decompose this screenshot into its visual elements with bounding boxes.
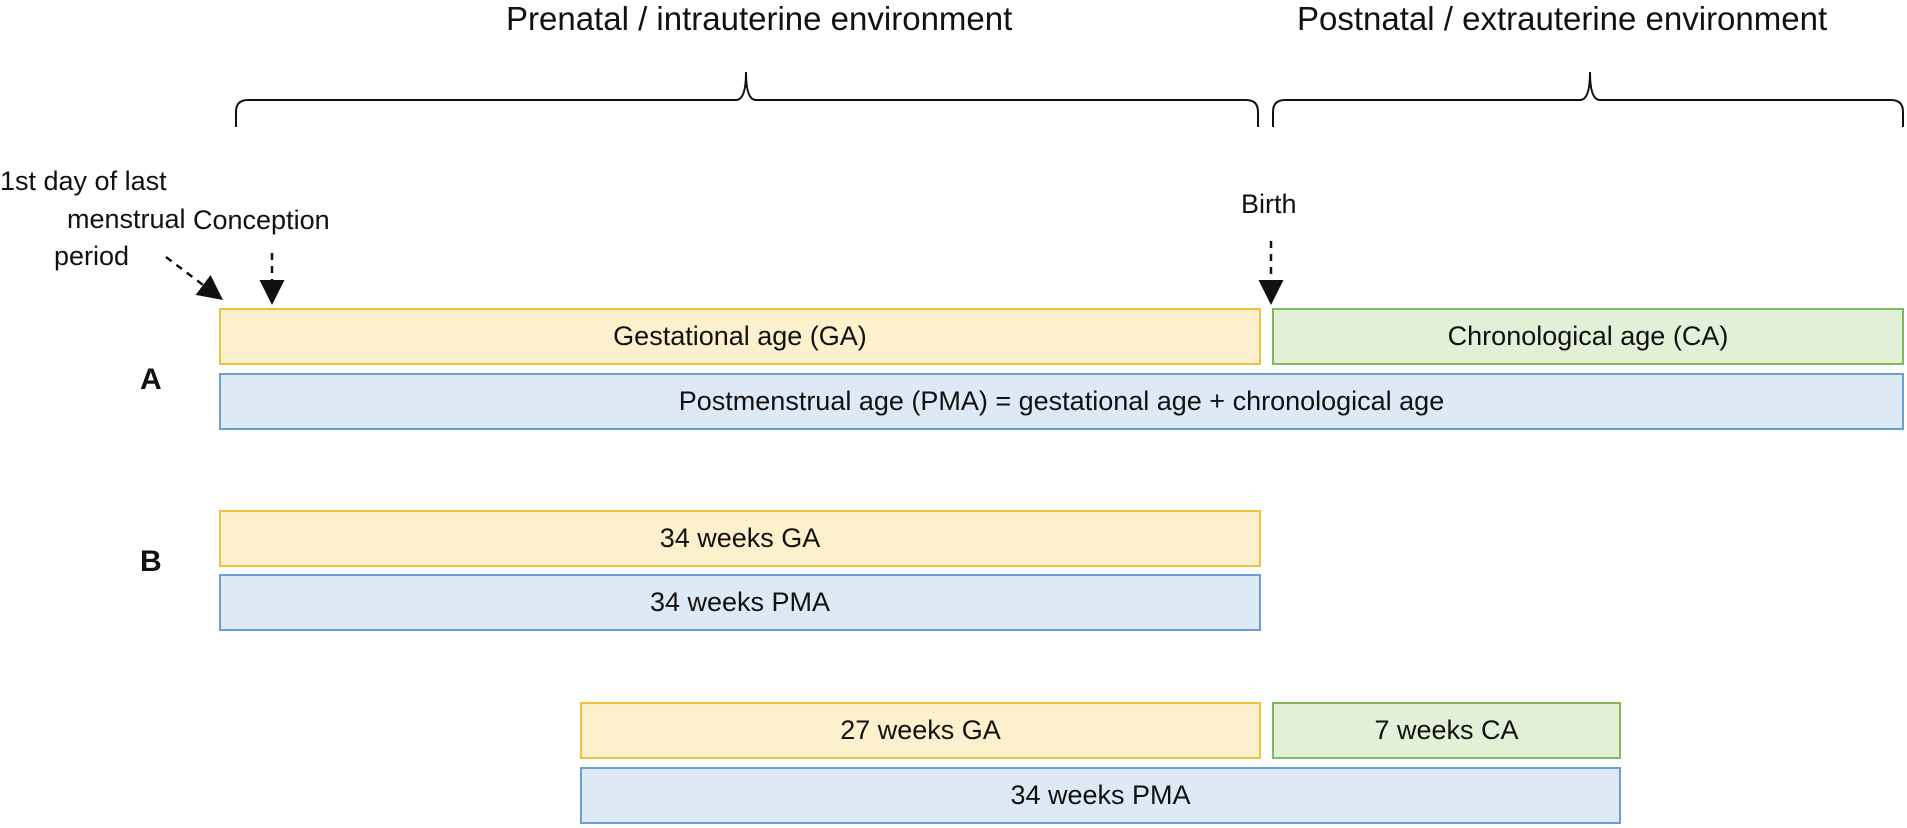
lmp-label-line1: 1st day of last: [0, 166, 167, 196]
prenatal-header: Prenatal / intrauterine environment: [506, 0, 1013, 37]
section-b-label: B: [140, 545, 162, 578]
example2-ca-bar: 7 weeks CA: [1272, 702, 1621, 759]
lmp-label-line3: period: [54, 241, 130, 271]
lmp-arrow: [165, 256, 223, 301]
prenatal-brace: [235, 71, 1259, 127]
example1-ga-bar: 34 weeks GA: [219, 510, 1261, 567]
conception-label: Conception: [193, 205, 330, 235]
section-a-label: A: [140, 363, 162, 396]
chronological-age-bar: Chronological age (CA): [1272, 308, 1904, 365]
example2-ga-bar: 27 weeks GA: [580, 702, 1261, 759]
postnatal-brace: [1272, 71, 1904, 127]
postnatal-header: Postnatal / extrauterine environment: [1297, 0, 1828, 37]
gestational-age-bar: Gestational age (GA): [219, 308, 1261, 365]
postmenstrual-age-bar: Postmenstrual age (PMA) = gestational ag…: [219, 373, 1904, 430]
lmp-label-line2: menstrual: [67, 204, 186, 234]
example2-pma-bar: 34 weeks PMA: [580, 767, 1621, 824]
birth-label: Birth: [1241, 189, 1297, 219]
example1-pma-bar: 34 weeks PMA: [219, 574, 1261, 631]
